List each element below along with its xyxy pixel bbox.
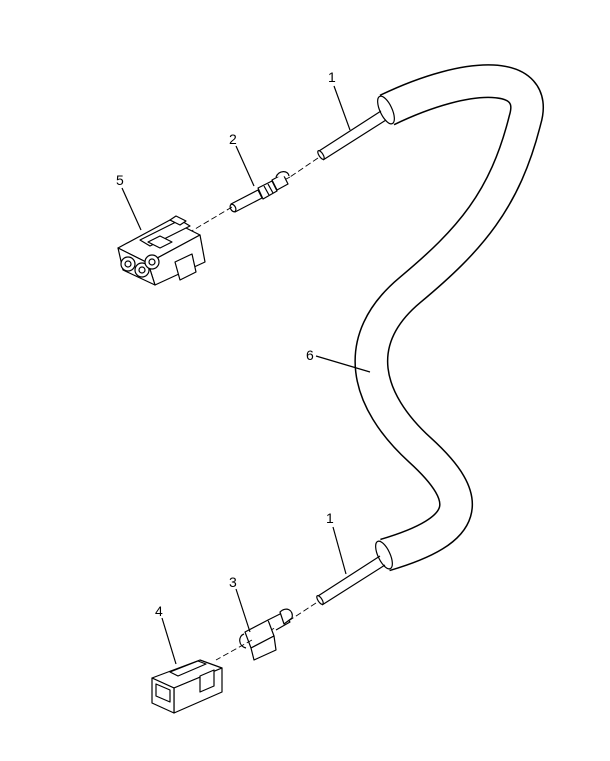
callout-connector-plug: 4 <box>155 603 163 619</box>
callout-wire-top: 1 <box>328 69 336 85</box>
leader-lines <box>121 85 371 665</box>
terminal-socket <box>215 608 293 661</box>
callout-terminal-socket: 3 <box>229 574 237 590</box>
callout-connector-housing: 5 <box>116 172 124 188</box>
connector-housing <box>117 206 233 286</box>
callout-terminal-pin: 2 <box>229 131 237 147</box>
terminal-pin <box>229 171 291 213</box>
callout-wire-bottom: 1 <box>326 510 334 526</box>
connector-plug <box>151 659 223 714</box>
callout-sleeving: 6 <box>306 347 314 363</box>
wire-top <box>289 110 387 178</box>
wire-bottom <box>289 555 386 621</box>
sleeving <box>354 64 544 572</box>
